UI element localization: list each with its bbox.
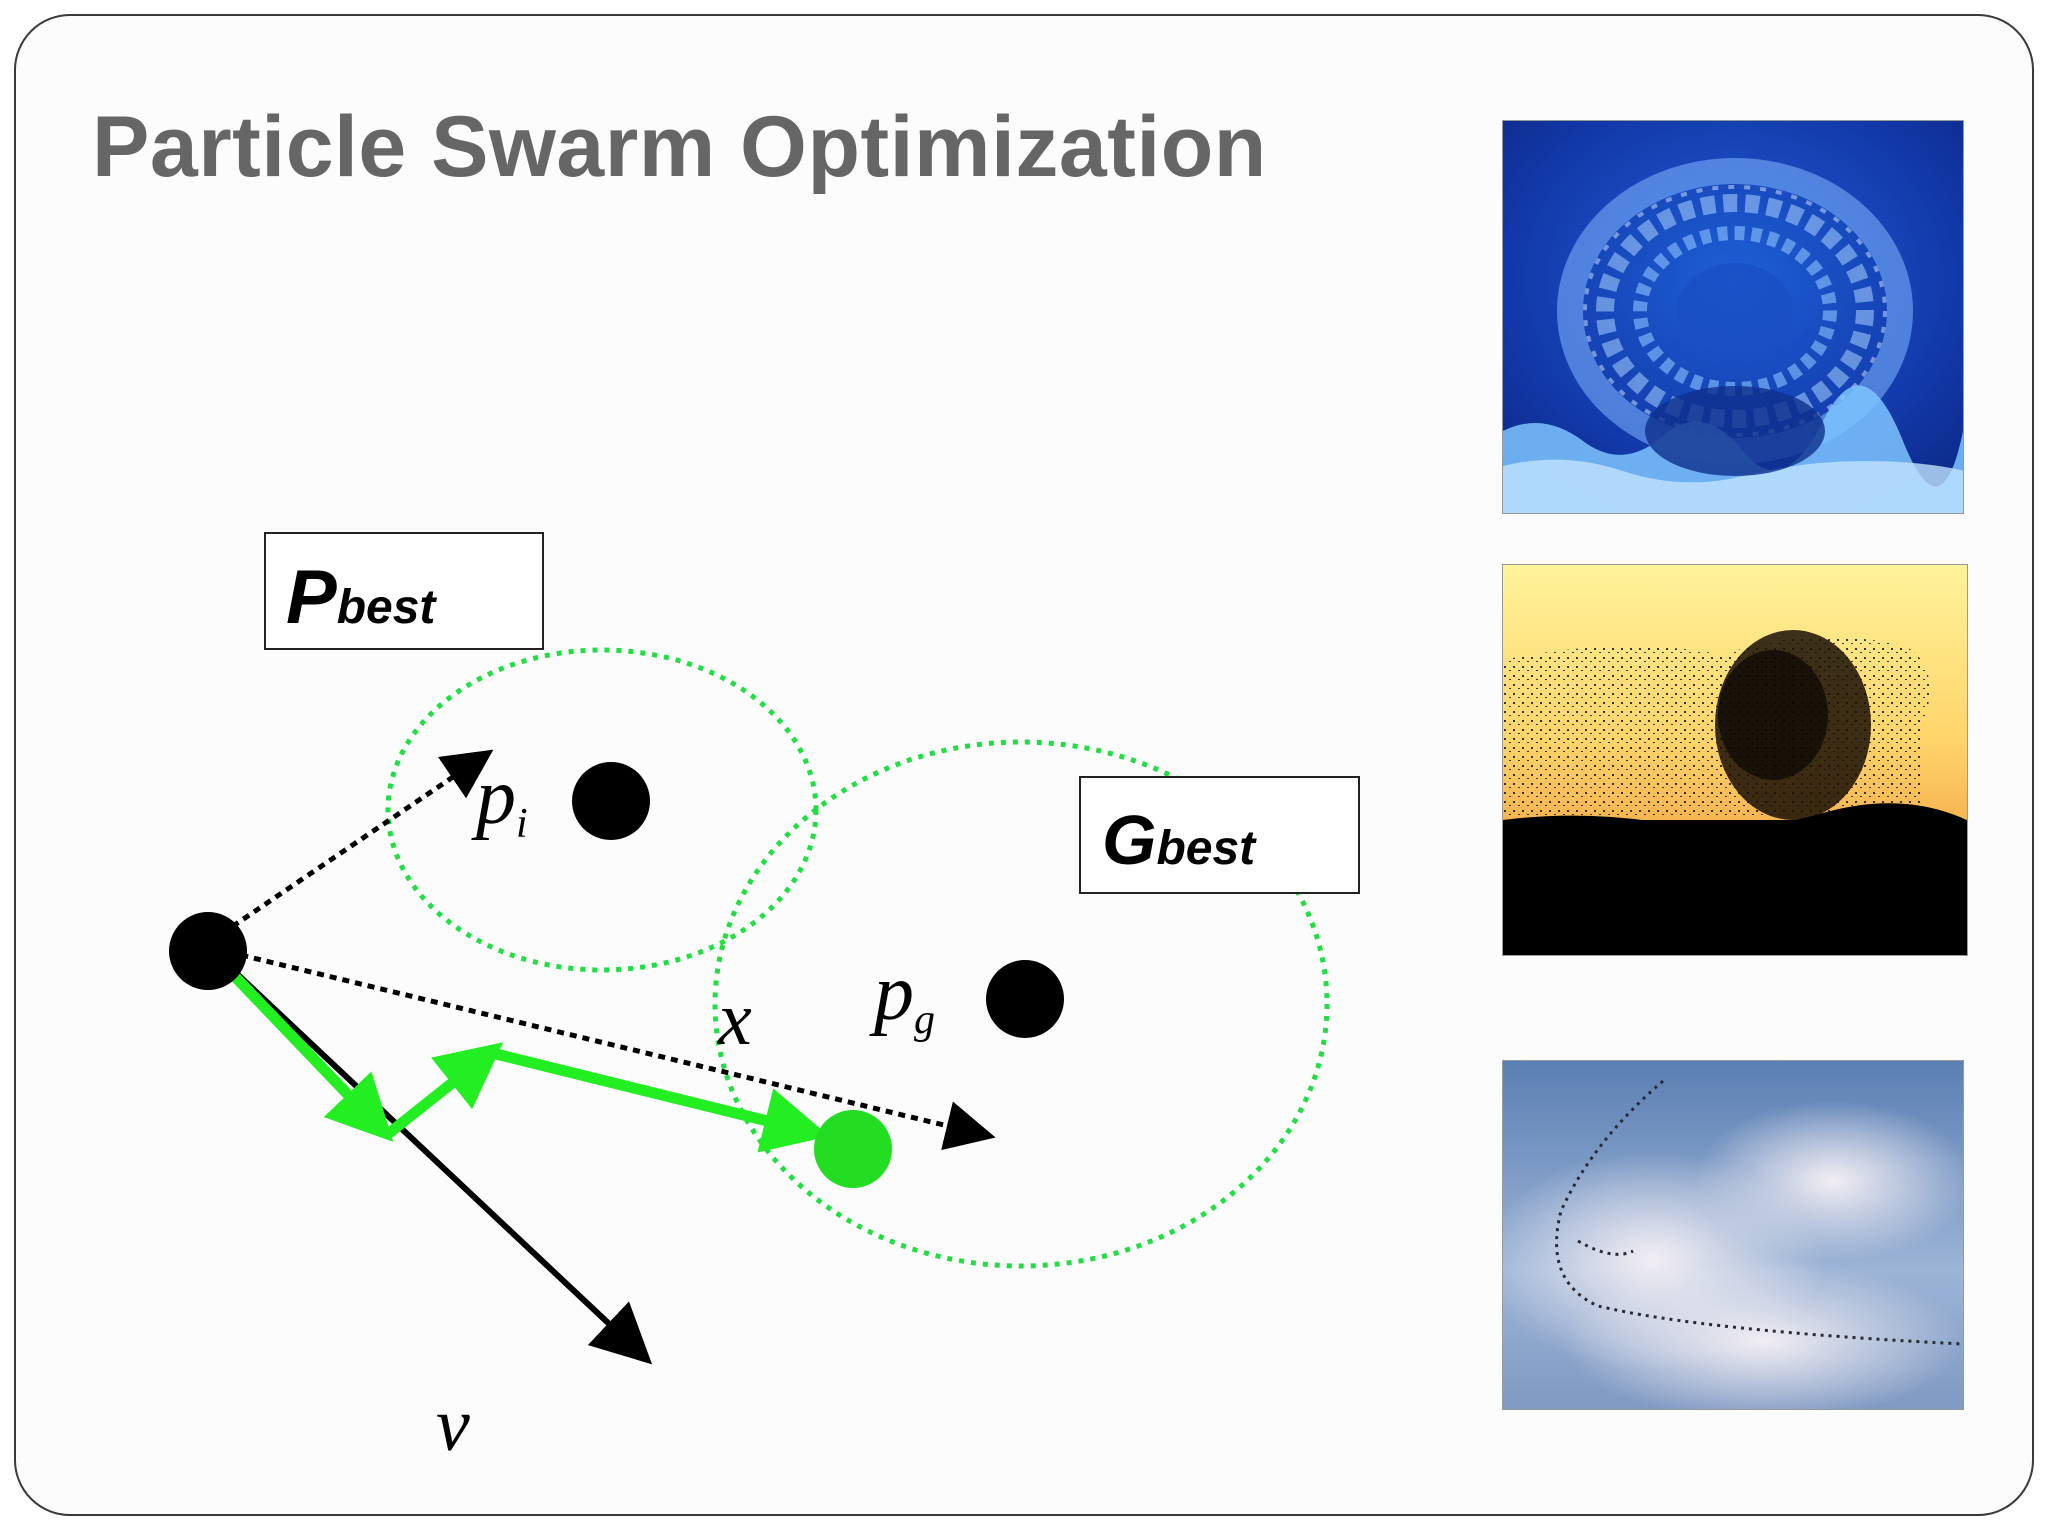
gbest-point	[986, 960, 1064, 1038]
gbest-label-box	[1079, 776, 1360, 894]
velocity-arrow	[198, 937, 653, 1365]
pbest-point	[572, 762, 650, 840]
current-particle	[169, 912, 247, 990]
pbest-label-box	[264, 532, 544, 650]
slide-title: Particle Swarm Optimization	[92, 99, 1267, 195]
pi-label-sub: i	[516, 801, 528, 847]
x-label: x	[718, 977, 752, 1061]
path-segment-3	[486, 1046, 830, 1153]
pi-label-main: p	[476, 753, 516, 841]
gbest-label-main: G	[1102, 801, 1157, 879]
path-segment-1	[217, 958, 394, 1142]
pi-label: pi	[476, 752, 528, 848]
geese-flock-photo	[1502, 1060, 1964, 1410]
bird-murmuration-photo	[1502, 564, 1968, 956]
gbest-direction-arrow	[215, 946, 996, 1151]
slide: Particle Swarm Optimization	[14, 14, 2034, 1516]
path-segment-2	[384, 1042, 504, 1139]
pbest-direction-arrow	[209, 749, 494, 944]
new-position-particle	[814, 1110, 892, 1188]
pg-label: pg	[874, 948, 935, 1044]
pso-diagram	[169, 647, 1330, 1365]
pg-label-main: p	[874, 949, 914, 1037]
gbest-region-circle	[712, 739, 1330, 1269]
gbest-label-sub: best	[1156, 822, 1256, 875]
pbest-label-sub: best	[336, 581, 436, 634]
pbest-label: Pbest	[286, 554, 435, 641]
v-label: v	[436, 1383, 470, 1467]
pg-label-sub: g	[914, 997, 935, 1043]
gbest-label: Gbest	[1102, 800, 1255, 880]
fish-school-photo	[1502, 120, 1964, 514]
pbest-label-main: P	[286, 555, 337, 640]
